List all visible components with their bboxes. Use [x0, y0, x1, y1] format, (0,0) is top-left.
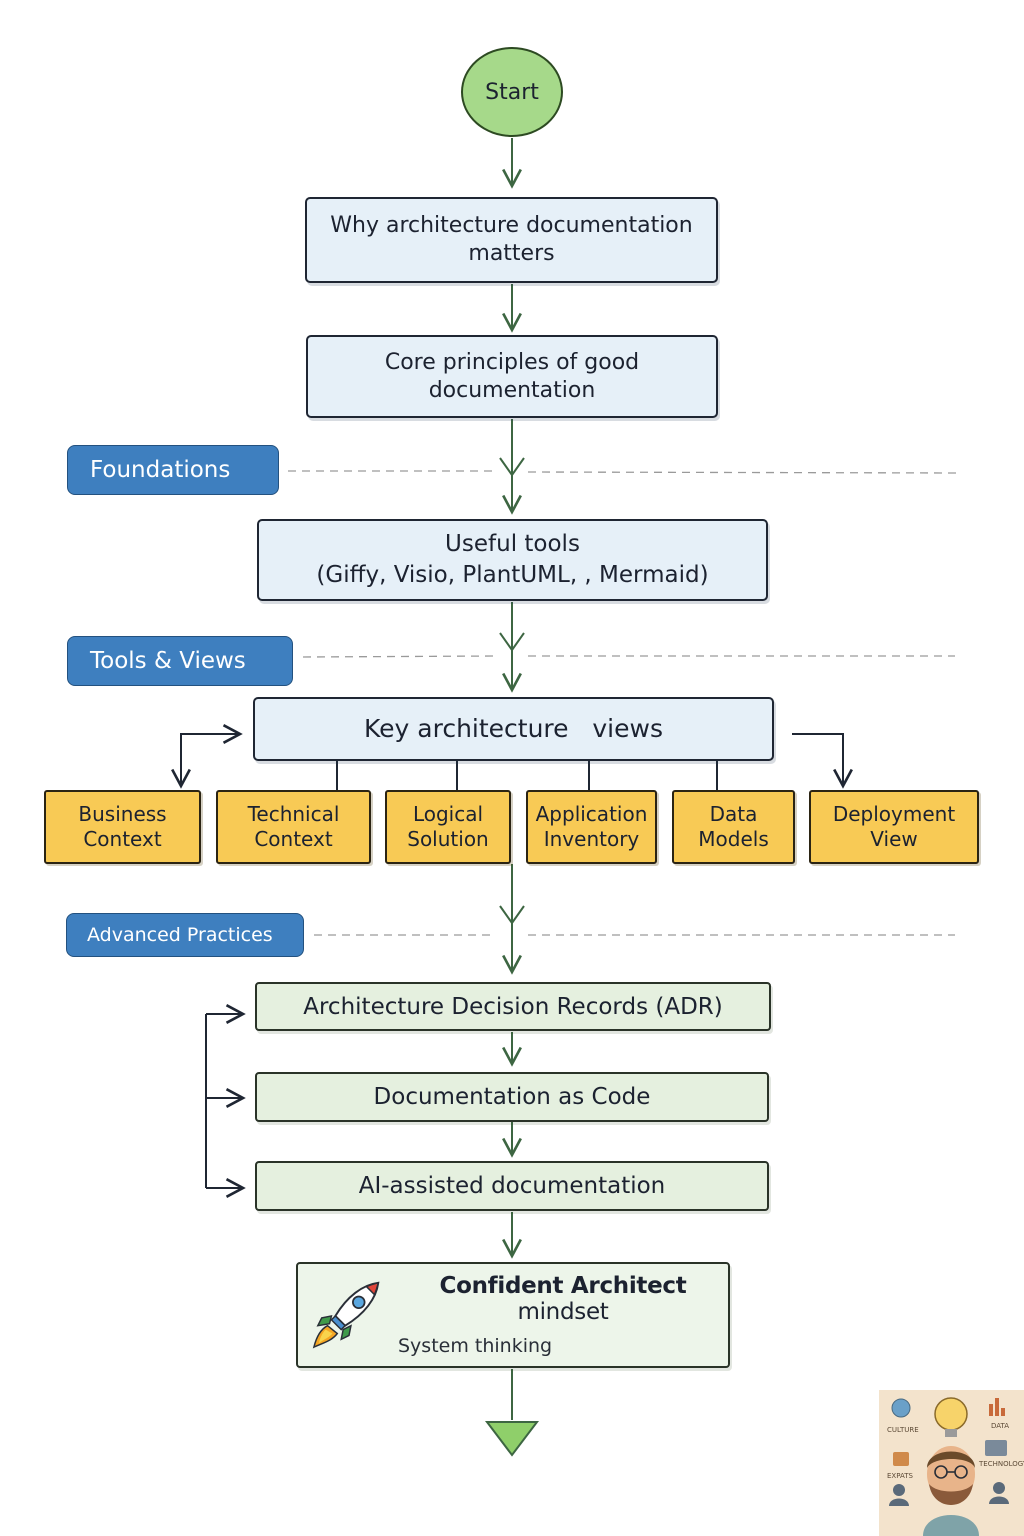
divider-tools-views-left — [302, 655, 497, 658]
view-logical-line-2: Solution — [407, 827, 489, 851]
outcome-title: Confident Architect mindset — [398, 1273, 728, 1325]
practice-adr: Architecture Decision Records (ADR) — [255, 982, 771, 1031]
step-principles-line-2: documentation — [428, 377, 596, 403]
chevron-tools-views — [499, 632, 525, 652]
view-technical-line-1: Technical — [247, 802, 340, 826]
view-technical-context: Technical Context — [216, 790, 371, 864]
brand-badge: CULTURE DATA EXPATS TECHNOLOGY — [879, 1390, 1024, 1536]
badge-label-technology: TECHNOLOGY — [979, 1460, 1024, 1468]
rocket-icon — [312, 1281, 380, 1349]
practice-docs-code-label: Documentation as Code — [373, 1084, 651, 1110]
step-why-line-1: Why architecture documentation — [330, 213, 693, 238]
section-advanced-practices: Advanced Practices — [66, 913, 304, 957]
section-tools-views-label: Tools & Views — [90, 648, 246, 674]
step-core-principles: Core principles of good documentation — [306, 335, 718, 418]
divider-foundations-right — [527, 471, 959, 474]
arrow-views-to-business — [180, 724, 243, 787]
chevron-advanced — [499, 905, 525, 925]
view-application-line-1: Application — [535, 802, 648, 826]
view-data-line-1: Data — [709, 802, 758, 826]
outcome-subtitle: System thinking — [398, 1335, 553, 1357]
step-views-label: Key architecture views — [364, 714, 663, 743]
step-tools-line-1: Useful tools — [445, 531, 580, 557]
chevron-foundations — [499, 457, 525, 477]
outcome-title-rest: mindset — [517, 1299, 609, 1325]
step-useful-tools: Useful tools (Giffy, Visio, PlantUML, , … — [257, 519, 768, 601]
view-logical-line-1: Logical — [412, 802, 484, 826]
view-data-models: Data Models — [672, 790, 795, 864]
view-logical-solution: Logical Solution — [385, 790, 511, 864]
section-tools-views: Tools & Views — [67, 636, 293, 686]
practice-adr-label: Architecture Decision Records (ADR) — [303, 993, 723, 1020]
view-business-context: Business Context — [44, 790, 201, 864]
view-business-line-1: Business — [78, 802, 167, 826]
step-tools-line-2: (Giffy, Visio, PlantUML, , Mermaid) — [316, 562, 709, 588]
badge-label-data: DATA — [991, 1422, 1010, 1430]
thinker-illustration — [889, 1397, 1009, 1536]
step-key-views: Key architecture views — [253, 697, 774, 761]
view-deployment-view: Deployment View — [809, 790, 979, 864]
badge-label-expats: EXPATS — [887, 1472, 913, 1480]
view-business-line-2: Context — [83, 827, 162, 851]
view-deployment-line-1: Deployment — [832, 802, 956, 826]
view-application-line-2: Inventory — [543, 827, 640, 851]
section-foundations: Foundations — [67, 445, 279, 495]
outcome-title-bold: Confident Architect — [439, 1273, 687, 1299]
outcome-confident-architect: Confident Architect mindset System think… — [296, 1262, 730, 1368]
start-label: Start — [485, 79, 539, 105]
arrow-views-to-deployment — [792, 733, 853, 789]
section-foundations-label: Foundations — [90, 457, 231, 483]
start-node: Start — [461, 47, 563, 137]
section-advanced-label: Advanced Practices — [87, 924, 273, 946]
badge-label-culture: CULTURE — [887, 1426, 919, 1434]
practice-docs-as-code: Documentation as Code — [255, 1072, 769, 1122]
end-triangle — [484, 1421, 540, 1457]
view-technical-line-2: Context — [254, 827, 333, 851]
step-principles-line-1: Core principles of good — [384, 349, 640, 375]
practice-ai-assisted: AI-assisted documentation — [255, 1161, 769, 1211]
view-application-inventory: Application Inventory — [526, 790, 657, 864]
step-why-line-2: matters — [468, 241, 555, 266]
practice-ai-label: AI-assisted documentation — [358, 1173, 666, 1199]
view-deployment-line-2: View — [870, 827, 918, 851]
step-why-documentation: Why architecture documentation matters — [305, 197, 718, 283]
view-data-line-2: Models — [698, 827, 769, 851]
